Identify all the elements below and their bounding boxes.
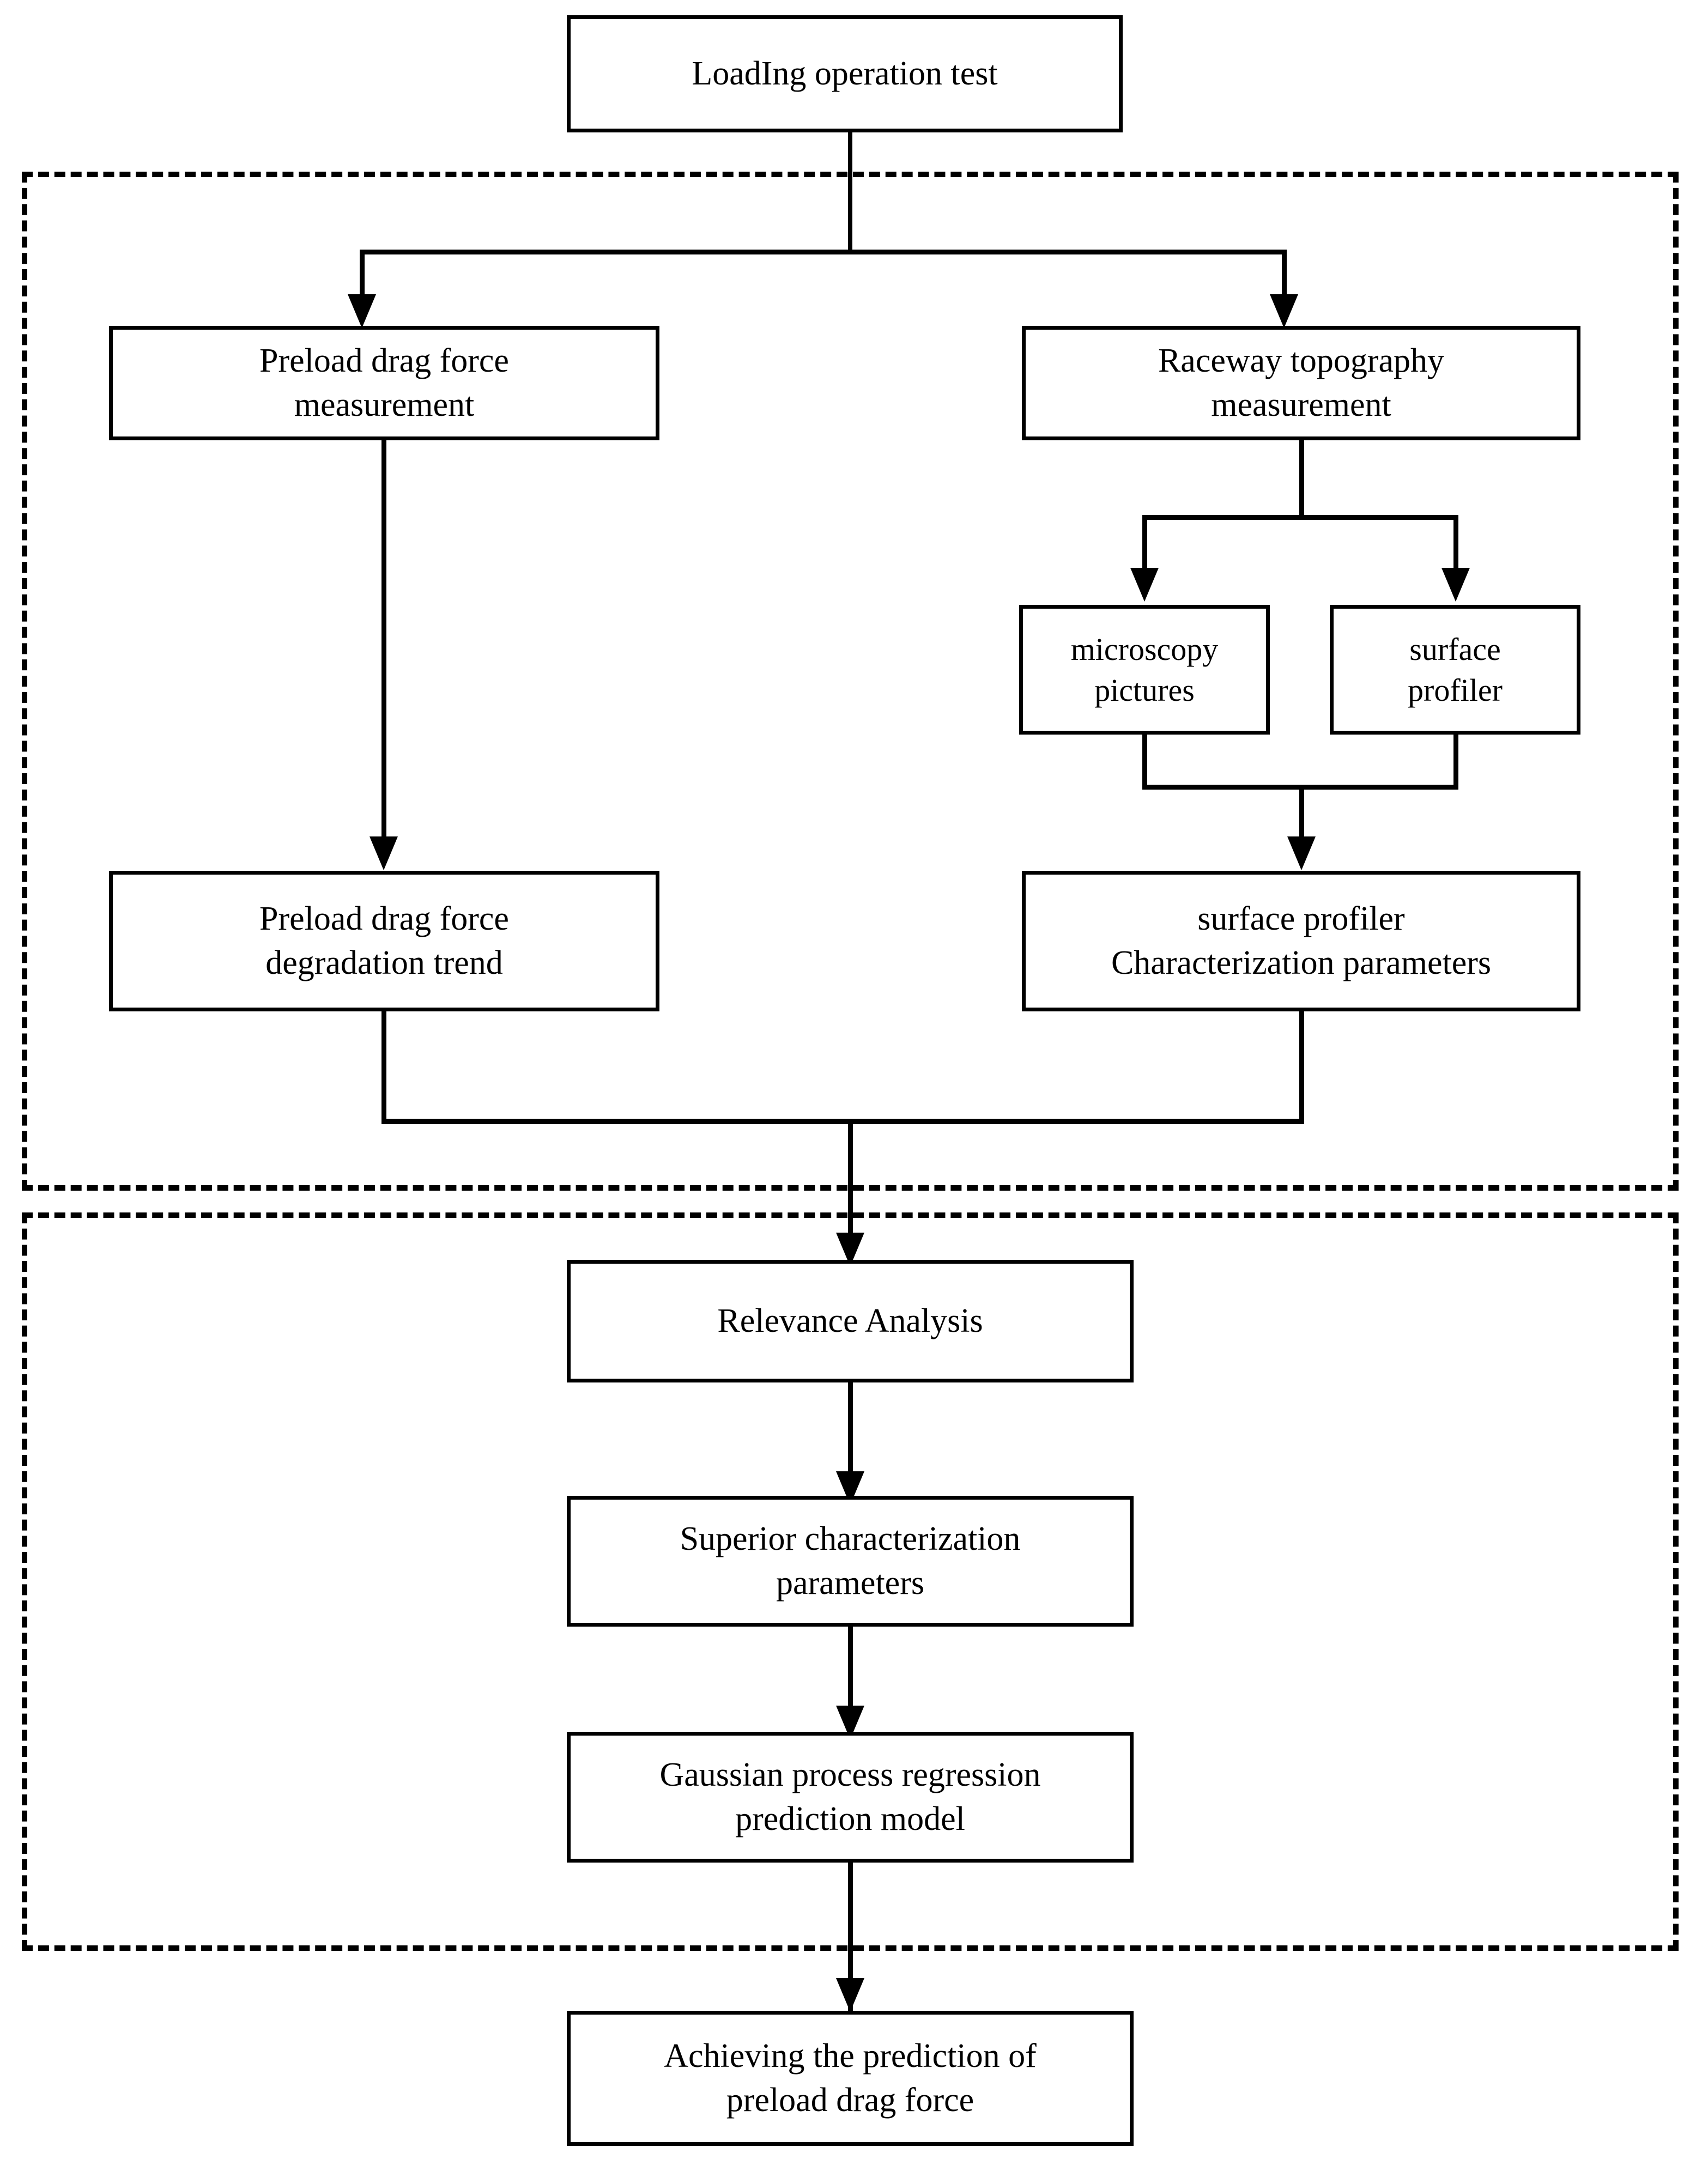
- node-raceway-topography-measurement-label: Raceway topography measurement: [1158, 342, 1445, 423]
- arrowhead-to-raceway-measurement: [1270, 294, 1298, 328]
- edge-raceway-split-right-vertical: [1453, 515, 1458, 586]
- node-surface-profiler-label: surface profiler: [1408, 631, 1503, 708]
- node-gaussian-process-regression-prediction-model-label: Gaussian process regression prediction m…: [659, 1756, 1041, 1837]
- node-raceway-topography-measurement[interactable]: Raceway topography measurement: [1022, 326, 1580, 440]
- node-relevance-analysis[interactable]: Relevance Analysis: [567, 1260, 1134, 1382]
- node-gaussian-process-regression-prediction-model[interactable]: Gaussian process regression prediction m…: [567, 1732, 1134, 1863]
- edge-relevance-to-superior-vertical: [848, 1382, 853, 1489]
- edge-raceway-split-left-vertical: [1142, 515, 1147, 586]
- edge-split-left-vertical: [360, 250, 365, 310]
- arrowhead-to-final-outcome: [836, 1978, 864, 2012]
- arrowhead-to-microscopy-pictures: [1130, 568, 1159, 602]
- edge-surface-profiler-down-vertical: [1453, 735, 1458, 789]
- node-superior-characterization-parameters-label: Superior characterization parameters: [680, 1520, 1021, 1602]
- node-microscopy-pictures[interactable]: microscopy pictures: [1019, 605, 1270, 735]
- node-preload-drag-force-degradation-trend[interactable]: Preload drag force degradation trend: [109, 871, 659, 1011]
- edge-bottom-merge-horizontal-bar: [381, 1119, 1304, 1124]
- arrowhead-to-characterization-parameters: [1287, 836, 1316, 870]
- arrowhead-to-surface-profiler: [1441, 568, 1470, 602]
- node-preload-drag-force-measurement[interactable]: Preload drag force measurement: [109, 326, 659, 440]
- node-achieving-prediction-of-preload-drag-force[interactable]: Achieving the prediction of preload drag…: [567, 2011, 1134, 2146]
- node-loading-operation-test-label: LoadIng operation test: [692, 55, 998, 93]
- edge-preload-measurement-to-trend: [381, 440, 386, 854]
- edge-split-horizontal-bar: [360, 250, 1286, 254]
- node-surface-profiler-characterization-parameters[interactable]: surface profiler Characterization parame…: [1022, 871, 1580, 1011]
- node-microscopy-pictures-label: microscopy pictures: [1070, 631, 1219, 708]
- edge-merge-to-characterization-vertical: [1299, 785, 1304, 854]
- edge-loading-to-split-vertical: [848, 132, 852, 253]
- node-preload-drag-force-measurement-label: Preload drag force measurement: [259, 342, 509, 423]
- node-surface-profiler[interactable]: surface profiler: [1330, 605, 1580, 735]
- edge-gaussian-to-final-vertical: [848, 1863, 853, 2012]
- edge-raceway-to-split-vertical: [1299, 440, 1304, 518]
- arrowhead-to-degradation-trend: [370, 836, 398, 870]
- edge-raceway-split-horizontal-bar: [1142, 515, 1458, 520]
- node-relevance-analysis-label: Relevance Analysis: [717, 1302, 983, 1340]
- arrowhead-to-preload-measurement: [348, 294, 376, 328]
- edge-microscopy-down-vertical: [1142, 735, 1147, 789]
- edge-trend-down-vertical: [381, 1011, 386, 1123]
- edge-merge-to-relevance-vertical: [848, 1119, 853, 1252]
- edge-superior-to-gaussian-vertical: [848, 1627, 853, 1725]
- node-superior-characterization-parameters[interactable]: Superior characterization parameters: [567, 1496, 1134, 1627]
- node-surface-profiler-characterization-parameters-label: surface profiler Characterization parame…: [1111, 900, 1492, 981]
- edge-split-right-vertical: [1282, 250, 1287, 310]
- node-loading-operation-test[interactable]: LoadIng operation test: [567, 15, 1123, 132]
- edge-characterization-down-vertical: [1299, 1011, 1304, 1123]
- node-preload-drag-force-degradation-trend-label: Preload drag force degradation trend: [259, 900, 509, 981]
- node-achieving-prediction-of-preload-drag-force-label: Achieving the prediction of preload drag…: [664, 2037, 1037, 2119]
